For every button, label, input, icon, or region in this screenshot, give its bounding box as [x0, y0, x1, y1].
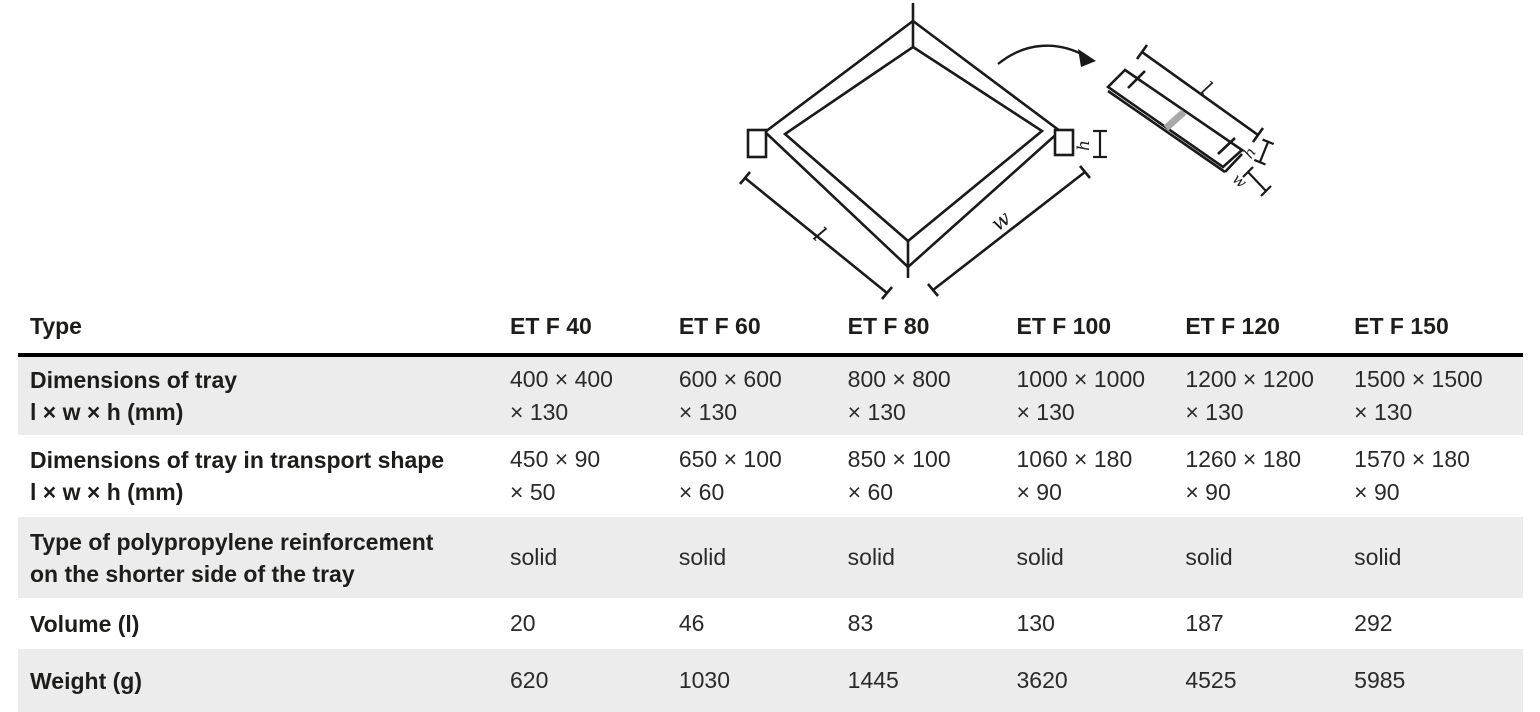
corner-block-right — [1053, 128, 1075, 157]
spec-cell: solid — [678, 544, 727, 570]
spec-cell: solid — [1185, 544, 1233, 570]
row-label: Dimensions of tray in transport shape l … — [30, 447, 445, 505]
column-header-etf120: ET F 120 — [1185, 312, 1280, 339]
spec-cell: 130 — [1016, 610, 1055, 636]
row-label: Weight (g) — [30, 667, 142, 694]
spec-cell: 450 × 90× 50 — [510, 446, 601, 505]
column-header-etf80: ET F 80 — [847, 312, 930, 339]
fold-crease-near — [1127, 70, 1146, 89]
row-label: Type of polypropylene reinforcement on t… — [30, 528, 434, 587]
spec-cell: 1570 × 180× 90 — [1354, 446, 1470, 505]
spec-cell: 1200 × 1200× 130 — [1185, 366, 1314, 425]
spec-cell: 1445 — [847, 667, 899, 693]
spec-cell: 292 — [1354, 610, 1393, 636]
reinforcement-band — [1163, 109, 1187, 131]
spec-cell: 5985 — [1354, 667, 1406, 693]
table-row-dimensions: Dimensions of tray l × w × h (mm) 400 × … — [18, 357, 1523, 435]
dim-label-w: w — [986, 206, 1015, 236]
spec-cell: 850 × 100× 60 — [847, 446, 951, 505]
spec-cell: 1500 × 1500× 130 — [1354, 366, 1483, 425]
dimension-line-l: l — [739, 171, 893, 300]
spec-cell: solid — [1354, 544, 1402, 570]
dim-label-folded-h: h — [1240, 144, 1260, 162]
dimension-marker-h: h — [1074, 129, 1107, 159]
spec-cell: 1030 — [678, 667, 730, 693]
spec-cell: 800 × 800× 130 — [847, 366, 951, 425]
tray-assembled-diagram — [746, 3, 1075, 278]
spec-cell: 3620 — [1016, 667, 1068, 693]
dimension-marker-folded-h — [1253, 138, 1275, 166]
dim-label-folded-l: l — [1197, 77, 1216, 100]
spec-cell: solid — [847, 544, 895, 570]
spec-cell: 20 — [510, 610, 536, 636]
column-header-etf100: ET F 100 — [1016, 312, 1112, 339]
dim-label-h: h — [1074, 140, 1094, 151]
spec-cell: 187 — [1185, 610, 1224, 636]
spec-table: Type ET F 40 ET F 60 ET F 80 ET F 100 ET… — [18, 299, 1523, 712]
dimension-line-w: w — [927, 165, 1091, 297]
table-row-transport-dimensions: Dimensions of tray in transport shape l … — [18, 435, 1523, 517]
row-label: Volume (l) — [30, 610, 140, 637]
tray-diagram: l w h — [690, 0, 1310, 300]
spec-cell: 400 × 400× 130 — [510, 366, 613, 425]
dimension-marker-folded-w — [1242, 166, 1272, 197]
tray-folded-diagram — [1105, 68, 1245, 174]
fold-crease-far — [1217, 137, 1236, 155]
type-column-header: Type — [30, 313, 82, 339]
spec-cell: 1000 × 1000× 130 — [1016, 366, 1146, 425]
spec-cell: solid — [510, 544, 558, 570]
column-header-etf40: ET F 40 — [510, 312, 592, 339]
column-header-etf150: ET F 150 — [1354, 312, 1449, 339]
spec-cell: 620 — [510, 667, 549, 693]
spec-cell: 46 — [678, 610, 705, 636]
spec-cell: 4525 — [1185, 667, 1237, 693]
corner-block-left — [746, 128, 768, 159]
table-row-reinforcement: Type of polypropylene reinforcement on t… — [18, 517, 1523, 598]
column-header-etf60: ET F 60 — [678, 312, 761, 339]
row-label: Dimensions of tray l × w × h (mm) — [30, 367, 238, 425]
spec-cell: 650 × 100× 60 — [678, 446, 782, 505]
spec-cell: 83 — [847, 610, 874, 636]
table-row-weight: Weight (g) 620 1030 1445 3620 4525 5985 — [18, 649, 1523, 712]
fold-arrow-icon — [997, 44, 1096, 67]
spec-cell: 600 × 600× 130 — [678, 366, 782, 425]
spec-cell: solid — [1016, 544, 1064, 570]
table-header-row: Type ET F 40 ET F 60 ET F 80 ET F 100 ET… — [18, 299, 1523, 357]
table-row-volume: Volume (l) 20 46 83 130 187 292 — [18, 598, 1523, 649]
spec-cell: 1060 × 180× 90 — [1016, 446, 1133, 505]
dimension-line-folded-l: l — [1135, 44, 1265, 143]
spec-cell: 1260 × 180× 90 — [1185, 446, 1302, 505]
